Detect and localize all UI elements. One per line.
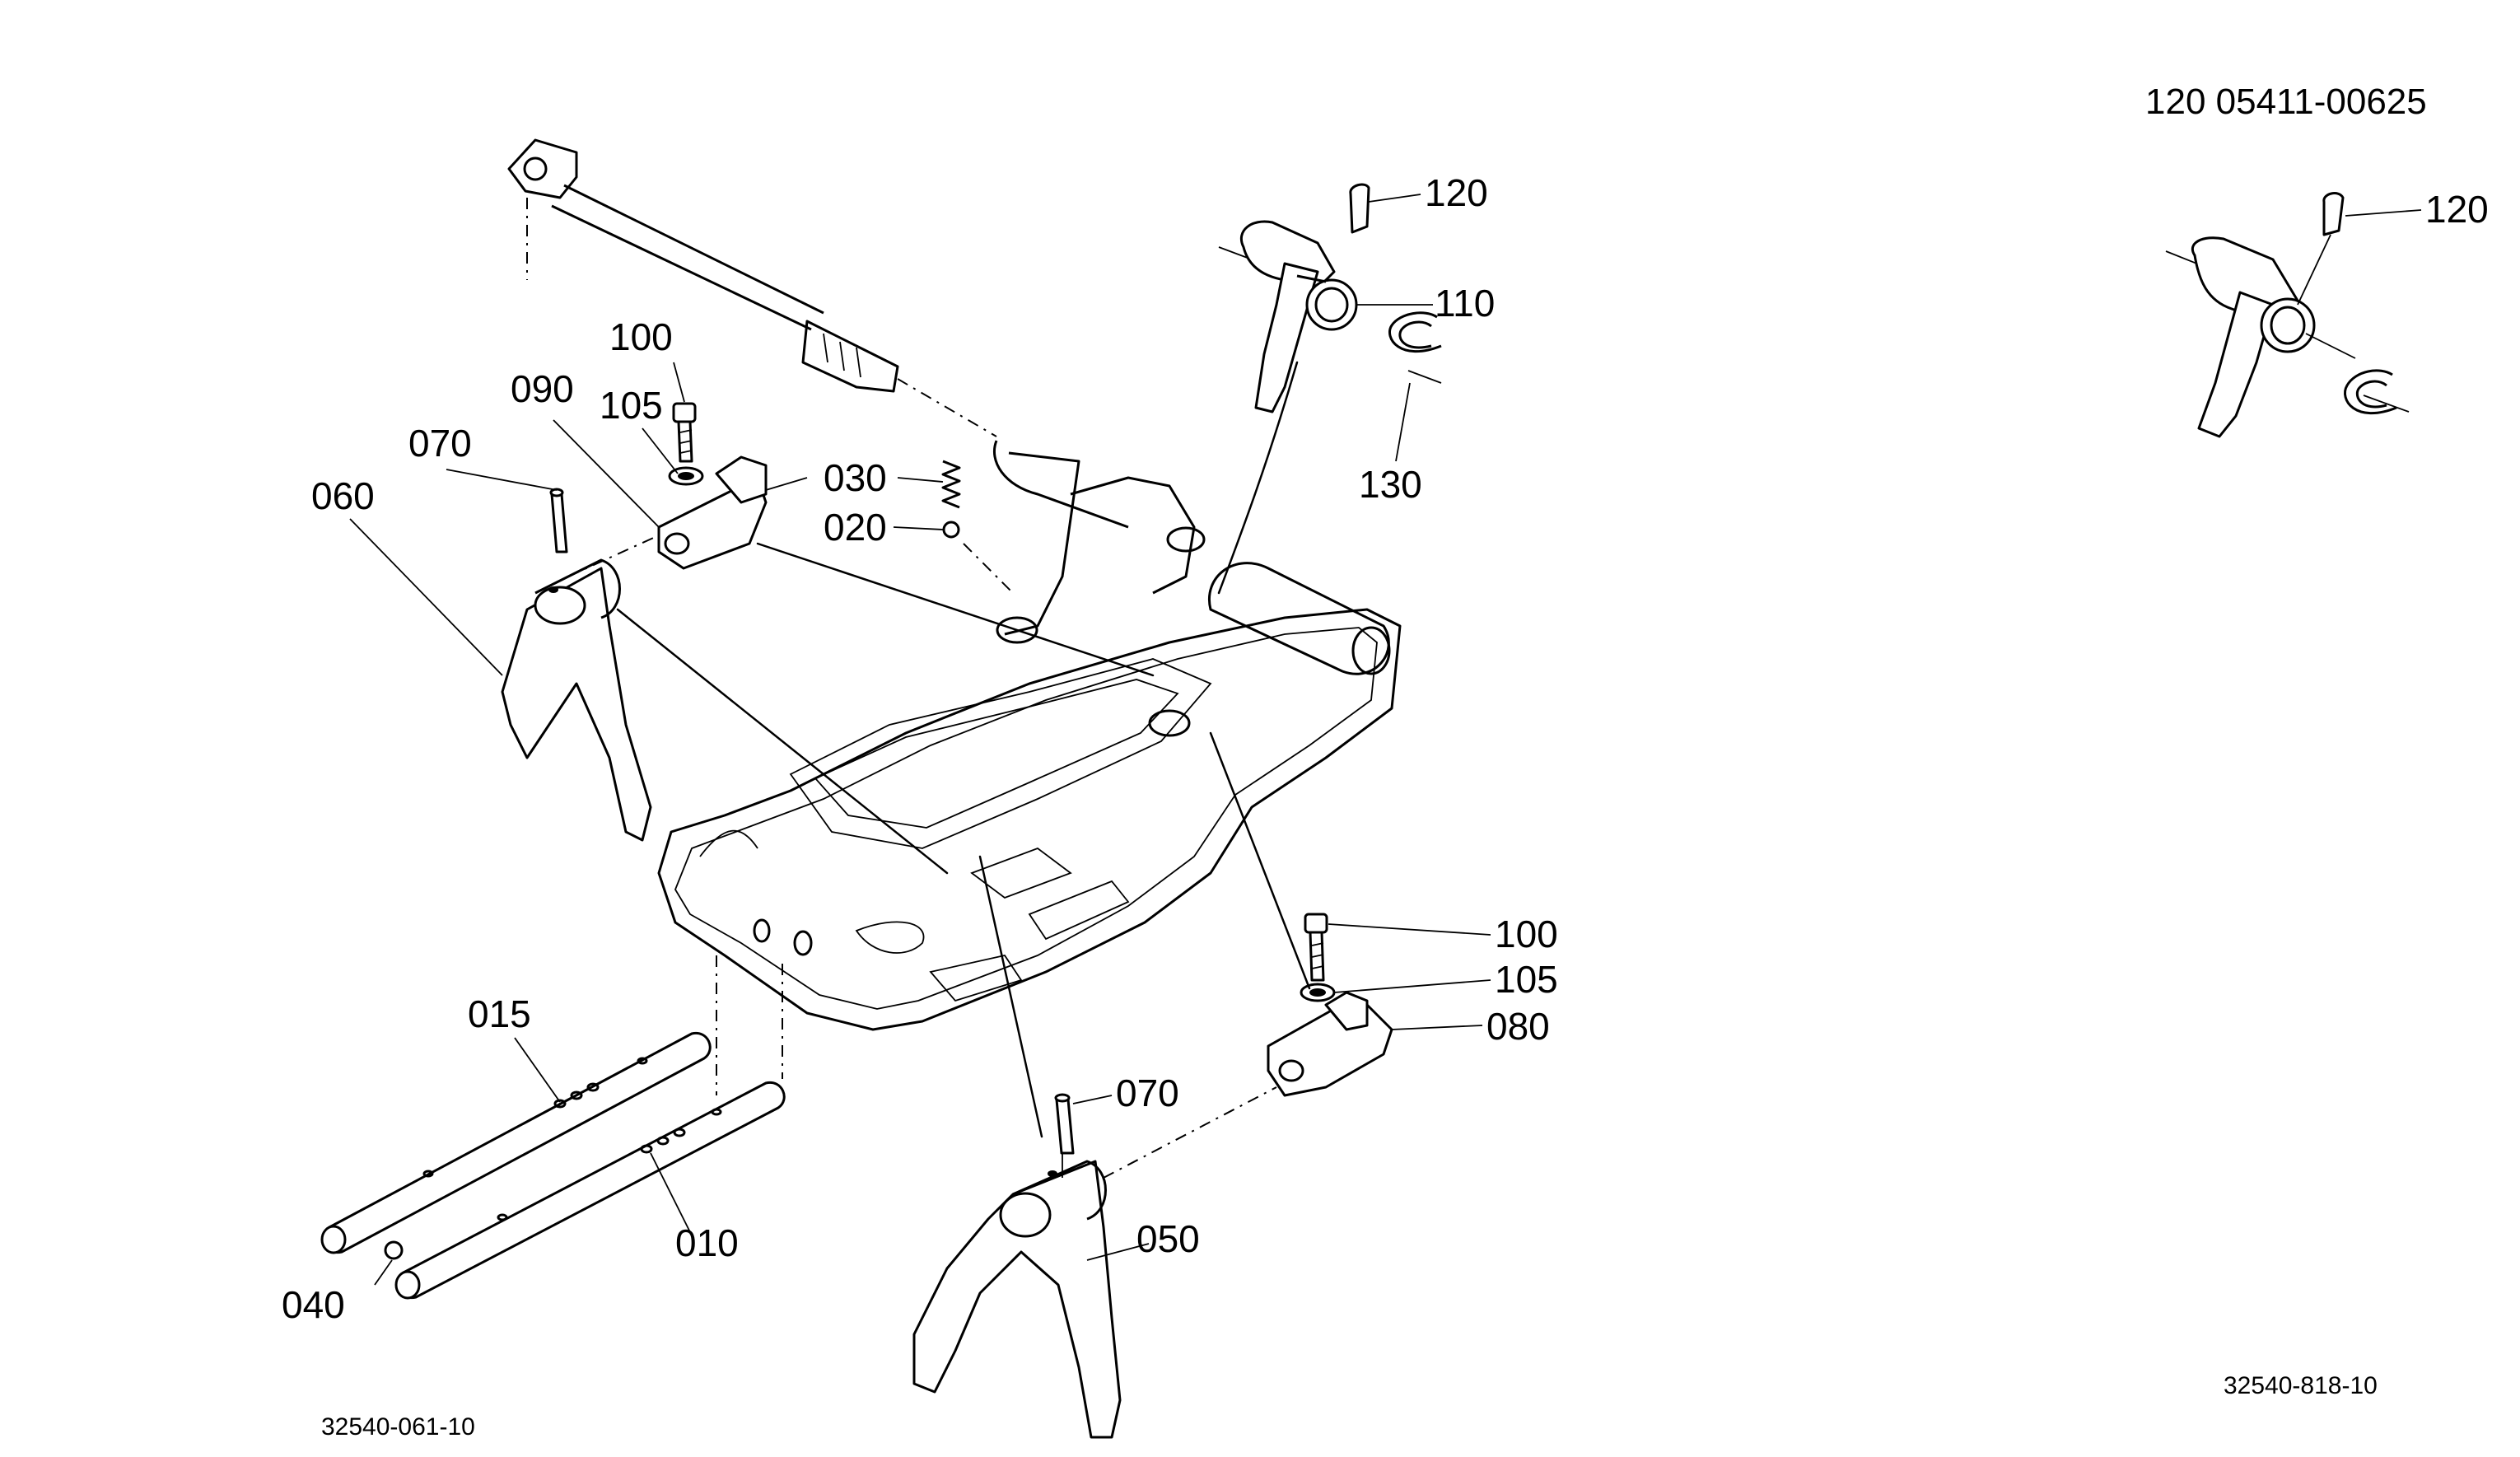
drawing-number-right: 32540-818-10 [2224, 1372, 2378, 1399]
bolt-100-upper [672, 402, 697, 463]
label-060: 060 [311, 474, 375, 517]
label-090: 090 [511, 367, 574, 410]
label-110: 110 [1435, 282, 1495, 325]
ball-040 [384, 1240, 404, 1260]
label-070-lower: 070 [1116, 1072, 1179, 1114]
transmission-case [657, 451, 1402, 1095]
label-105-upper: 105 [600, 384, 663, 427]
label-120-main: 120 [1425, 171, 1488, 214]
label-050: 050 [1136, 1217, 1200, 1260]
fork-rod-015 [320, 1031, 712, 1254]
label-030: 030 [824, 456, 887, 499]
label-010: 010 [675, 1221, 739, 1264]
label-100-upper: 100 [609, 315, 673, 358]
drawing-number-left: 32540-061-10 [321, 1413, 475, 1441]
bolt-100-lower [1304, 913, 1328, 982]
detent-ball-020 [942, 521, 960, 539]
header-part-reference: 120 05411-00625 [2145, 82, 2427, 122]
fork-rod-010 [394, 1081, 786, 1300]
detent-spring-030 [941, 460, 961, 509]
label-040: 040 [282, 1283, 345, 1326]
shift-fork-050 [912, 1160, 1122, 1439]
shift-block-090 [657, 455, 808, 570]
shift-arm-110 [1218, 220, 1358, 413]
detail-view-shift-arm [2165, 192, 2410, 438]
label-100-lower: 100 [1495, 913, 1558, 955]
spring-pin-070-lower [1054, 1093, 1075, 1155]
spring-pin-070-upper [549, 488, 568, 553]
label-130: 130 [1359, 463, 1422, 506]
washer-105-upper [668, 466, 704, 486]
shift-fork-060 [501, 558, 652, 842]
shift-shaft [507, 138, 1129, 529]
label-070-upper: 070 [408, 422, 472, 465]
label-020: 020 [824, 506, 887, 549]
leader-lines [349, 194, 2422, 1286]
label-080: 080 [1486, 1005, 1550, 1048]
label-015: 015 [468, 992, 531, 1035]
circlip-130 [1388, 311, 1442, 384]
part-number-labels: 120 110 130 100 090 105 070 060 030 020 … [282, 171, 2489, 1326]
assembly-guide-lines [567, 361, 1311, 1179]
washer-105-lower [1300, 983, 1336, 1002]
label-120-detail: 120 [2425, 188, 2489, 231]
label-105-lower: 105 [1495, 958, 1558, 1001]
shift-block-080 [1267, 991, 1393, 1097]
spring-pin-120-upper [1349, 183, 1370, 234]
